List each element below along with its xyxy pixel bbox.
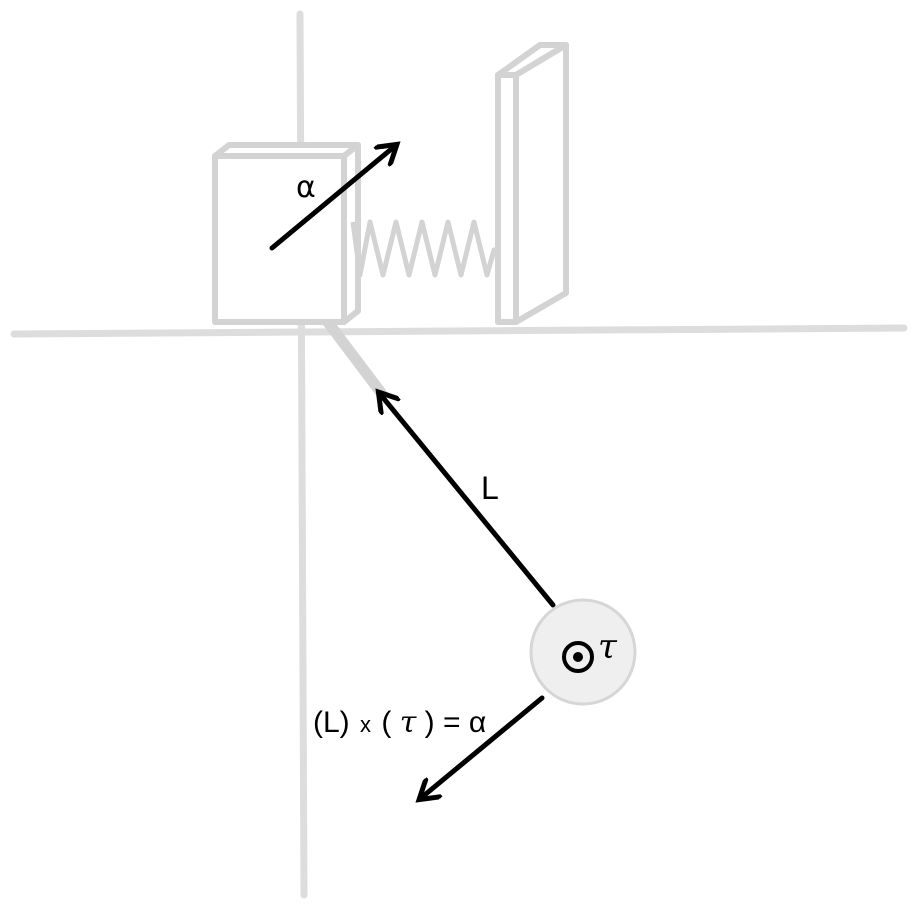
axes xyxy=(10,10,908,899)
out-of-page-ring-icon xyxy=(562,641,594,673)
l-label: L xyxy=(481,470,499,506)
horizontal-axis xyxy=(10,324,908,338)
formula-l-term: (L) xyxy=(313,706,350,739)
formula-cross-symbol: x xyxy=(360,712,371,737)
spring xyxy=(350,219,500,278)
alpha-label: α xyxy=(296,170,316,205)
formula-tau-term: τ xyxy=(400,705,417,740)
l-vector-arrow xyxy=(380,394,556,608)
pivot-circle xyxy=(529,598,637,706)
cross-product-formula: (L) x ( τ ) = α xyxy=(313,705,486,740)
formula-equals-alpha: ) = α xyxy=(425,706,487,739)
alpha-vector-arrow xyxy=(269,146,395,251)
formula-tau-open: ( xyxy=(381,706,391,739)
block-side-face xyxy=(341,142,361,325)
block xyxy=(212,142,361,325)
wall-side-face xyxy=(513,42,569,325)
block-top-face xyxy=(212,142,361,159)
wall xyxy=(495,42,569,325)
pivot xyxy=(529,598,637,706)
out-of-page-dot-icon xyxy=(573,652,583,662)
result-vector-arrow xyxy=(421,695,545,798)
tau-label: τ xyxy=(598,627,618,667)
